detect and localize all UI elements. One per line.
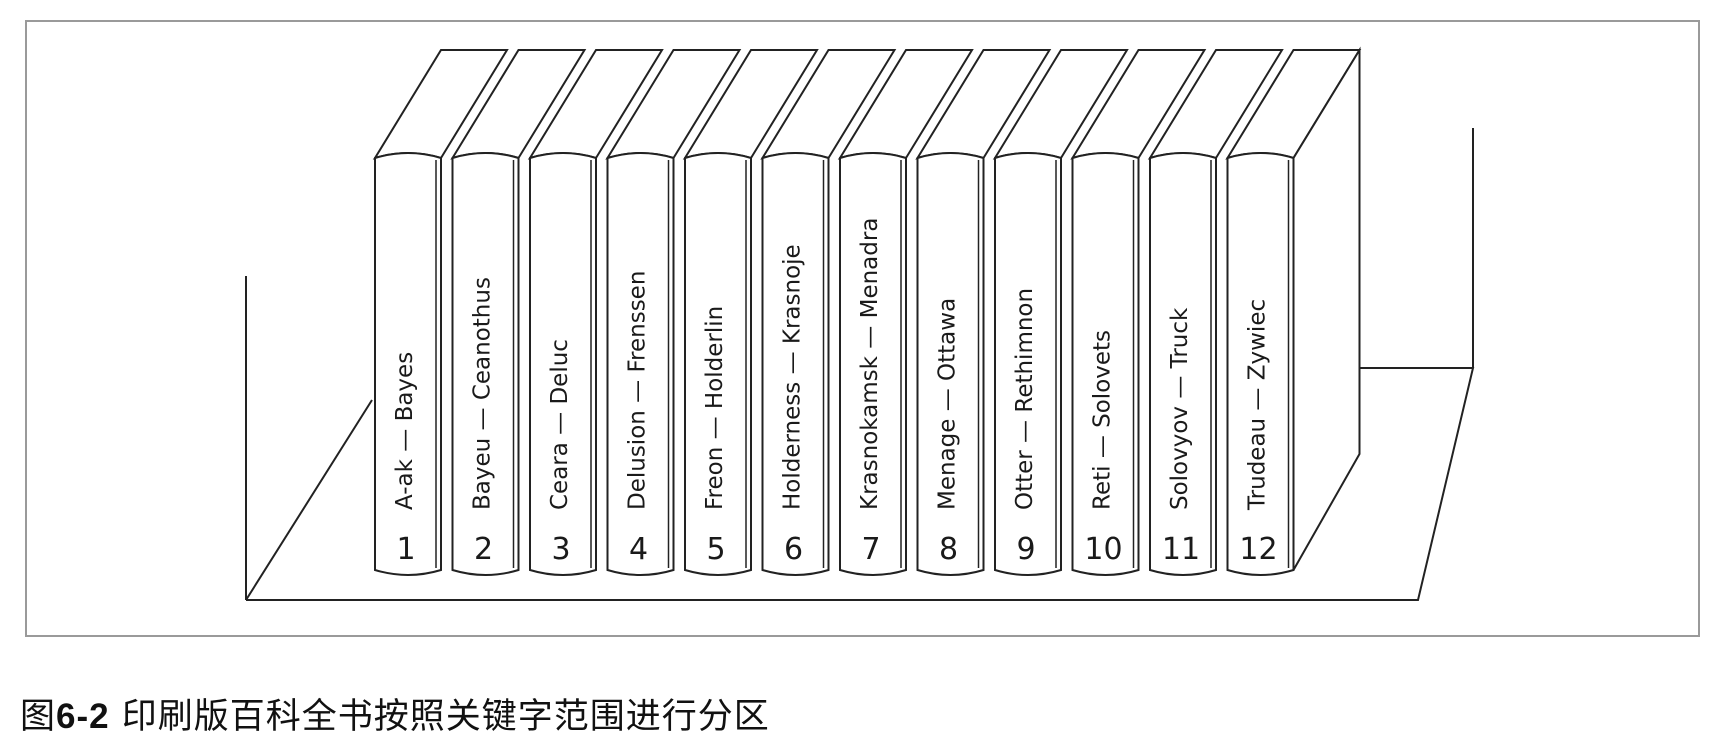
volume-number: 12 xyxy=(1239,532,1277,567)
volume-number: 11 xyxy=(1162,532,1200,567)
book-volume-5: Freon — Holderlin 5 xyxy=(682,49,819,576)
volume-key-range: Freon — Holderlin xyxy=(702,306,728,510)
book-spine xyxy=(1149,152,1217,576)
volume-number: 2 xyxy=(474,532,493,567)
volume-key-range: Solovyov — Truck xyxy=(1167,307,1193,510)
book-volume-9: Otter — Rethimnon 9 xyxy=(992,49,1129,576)
caption-prefix: 图 xyxy=(20,697,57,737)
book-volume-8: Menage — Ottawa 8 xyxy=(915,49,1052,576)
book-volume-7: Krasnokamsk — Menadra 7 xyxy=(837,49,974,576)
volume-key-range: Reti — Solovets xyxy=(1090,330,1116,510)
figure-frame xyxy=(25,20,1700,637)
caption-figure-number: 6-2 xyxy=(56,697,110,736)
volume-number: 9 xyxy=(1016,532,1035,567)
book-side xyxy=(1292,46,1361,571)
volume-key-range: Trudeau — Zywiec xyxy=(1245,299,1271,511)
volume-key-range: Bayeu — Ceanothus xyxy=(470,277,496,510)
book-volume-3: Ceara — Deluc 3 xyxy=(527,49,664,576)
book-spine xyxy=(684,152,752,576)
volume-key-range: Menage — Ottawa xyxy=(935,298,961,510)
book-volume-6: Holderness — Krasnoje 6 xyxy=(760,49,897,576)
volume-number: 5 xyxy=(706,532,725,567)
volume-key-range: A-ak — Bayes xyxy=(392,352,418,510)
volume-number: 3 xyxy=(551,532,570,567)
book-volume-2: Bayeu — Ceanothus 2 xyxy=(450,49,587,576)
book-volume-1: A-ak — Bayes 1 xyxy=(372,49,509,576)
book-spine xyxy=(529,152,597,576)
volume-number: 7 xyxy=(861,532,880,567)
caption-text: 印刷版百科全书按照关键字范围进行分区 xyxy=(109,697,770,737)
bookshelf xyxy=(245,128,1475,601)
book-spine xyxy=(1226,152,1295,576)
figure-caption: 图6-2 印刷版百科全书按照关键字范围进行分区 xyxy=(20,688,770,739)
book-volume-11: Solovyov — Truck 11 xyxy=(1147,49,1284,576)
volume-number: 4 xyxy=(629,532,648,567)
book-spine xyxy=(374,152,442,576)
volume-number: 1 xyxy=(396,532,415,567)
volume-key-range: Holderness — Krasnoje xyxy=(780,244,806,510)
shelf-base xyxy=(245,367,1475,601)
volume-number: 8 xyxy=(939,532,958,567)
book-spine xyxy=(916,152,985,576)
volume-number: 6 xyxy=(784,532,803,567)
book-spine xyxy=(1071,152,1140,576)
book-volume-10: Reti — Solovets 10 xyxy=(1070,49,1207,576)
volume-key-range: Otter — Rethimnon xyxy=(1012,288,1038,510)
book-spine xyxy=(994,152,1062,576)
volume-key-range: Ceara — Deluc xyxy=(547,339,573,510)
volume-key-range: Krasnokamsk — Menadra xyxy=(857,218,883,510)
book-spine xyxy=(451,152,520,576)
book-spine xyxy=(839,152,907,576)
book-row: A-ak — Bayes 1 Bayeu — Ceanothus 2 Ceara — D… xyxy=(372,46,1362,576)
book-volume-4: Delusion — Frenssen 4 xyxy=(605,49,742,576)
book-volume-12: Trudeau — Zywiec 12 xyxy=(1225,46,1362,576)
book-spine xyxy=(761,152,830,576)
volume-key-range: Delusion — Frenssen xyxy=(625,271,651,510)
volume-number: 10 xyxy=(1084,532,1122,567)
book-spine xyxy=(606,152,675,576)
